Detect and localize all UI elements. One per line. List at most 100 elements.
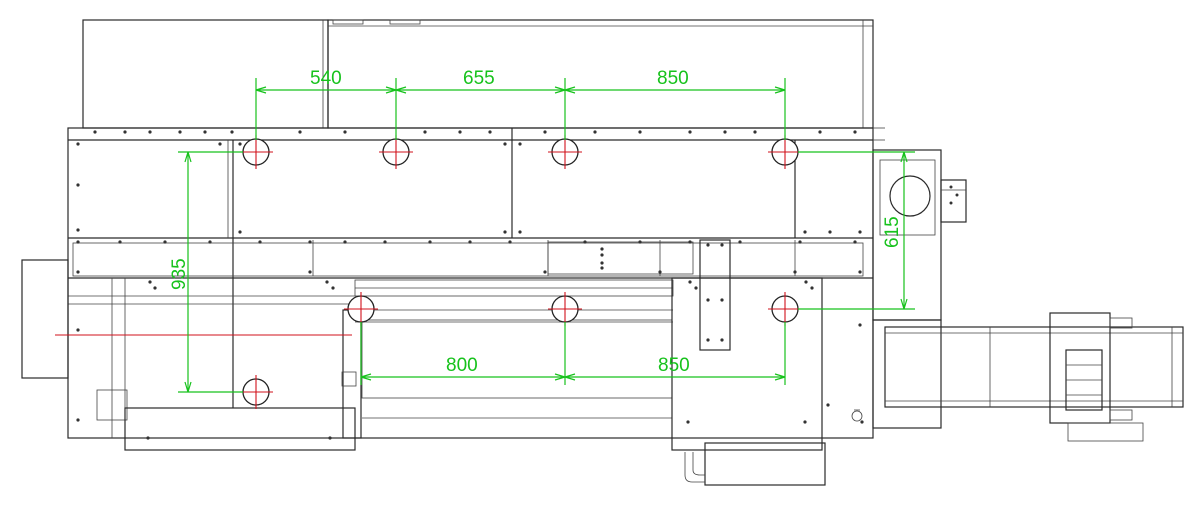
screw-dot <box>793 270 797 274</box>
screw-dot <box>76 328 80 332</box>
screw-dot <box>518 142 522 146</box>
screw-dot <box>583 240 587 244</box>
hole-top-2 <box>379 135 413 169</box>
conveyor <box>884 312 1184 442</box>
screw-dot <box>76 240 80 244</box>
screw-dot <box>308 270 312 274</box>
dimension-right-vertical <box>798 151 915 310</box>
dim-label-655: 655 <box>463 68 495 89</box>
dim-label-935: 935 <box>169 258 190 290</box>
screw-dot <box>218 142 222 146</box>
screw-dot <box>238 230 242 234</box>
screw-dot <box>860 420 864 424</box>
screw-dot <box>468 240 472 244</box>
screw-dot <box>508 240 512 244</box>
screw-dot <box>76 228 80 232</box>
screw-dot <box>238 142 242 146</box>
screw-dot <box>428 240 432 244</box>
center-carriage <box>341 309 673 439</box>
screw-dot <box>230 130 234 134</box>
screw-dot <box>798 240 802 244</box>
screw-dots <box>76 130 864 440</box>
screw-dot <box>163 240 167 244</box>
screw-dot <box>810 286 814 290</box>
dimension-left-vertical <box>178 151 243 393</box>
screw-dot <box>343 240 347 244</box>
screw-dot <box>753 130 757 134</box>
dim-label-540: 540 <box>310 68 342 89</box>
screw-dot <box>423 130 427 134</box>
screw-dot <box>720 243 724 247</box>
screw-dot <box>543 130 547 134</box>
dimension-top-chain <box>255 78 786 140</box>
screw-dot <box>858 323 862 327</box>
screw-dot <box>593 130 597 134</box>
dim-label-800: 800 <box>446 355 478 376</box>
screw-dot <box>858 230 862 234</box>
hole-mid-3 <box>768 292 802 326</box>
dimension-bottom-chain <box>360 322 786 385</box>
screw-dot <box>600 247 604 251</box>
screw-dot <box>148 130 152 134</box>
screw-dot <box>118 240 122 244</box>
screw-dot <box>638 130 642 134</box>
screw-dot <box>694 286 698 290</box>
hole-bottom-left <box>239 375 273 409</box>
screw-dot <box>828 230 832 234</box>
screw-dot <box>331 286 335 290</box>
screw-dot <box>706 338 710 342</box>
left-side-box <box>21 259 69 379</box>
screw-dot <box>600 261 604 265</box>
screw-dot <box>76 142 80 146</box>
screw-dot <box>803 230 807 234</box>
screw-dot <box>723 130 727 134</box>
ground-symbol-icon <box>851 409 863 422</box>
screw-dot <box>208 240 212 244</box>
screw-dot <box>93 130 97 134</box>
screw-dot <box>518 230 522 234</box>
right-frame <box>872 149 967 429</box>
screw-dot <box>638 240 642 244</box>
screw-dot <box>203 130 207 134</box>
screw-dot <box>688 240 692 244</box>
main-body <box>67 127 885 451</box>
screw-dot <box>803 420 807 424</box>
screw-dot <box>328 436 332 440</box>
screw-dot <box>706 243 710 247</box>
screw-dot <box>383 240 387 244</box>
screw-dot <box>720 338 724 342</box>
screw-dot <box>658 270 662 274</box>
screw-dot <box>738 240 742 244</box>
screw-dot <box>146 436 150 440</box>
screw-dot <box>123 130 127 134</box>
hole-mid-1 <box>344 292 378 326</box>
screw-dot <box>488 130 492 134</box>
screw-dot <box>76 418 80 422</box>
screw-dot <box>688 130 692 134</box>
screw-dot <box>688 280 692 284</box>
screw-dot <box>804 280 808 284</box>
screw-dot <box>153 286 157 290</box>
screw-dot <box>826 403 830 407</box>
screw-dot <box>178 130 182 134</box>
screw-dot <box>148 280 152 284</box>
screw-dot <box>258 240 262 244</box>
screw-dot <box>325 280 329 284</box>
screw-dot <box>76 270 80 274</box>
right-lower-assembly <box>671 239 826 486</box>
dim-label-615: 615 <box>882 216 903 248</box>
screw-dot <box>853 240 857 244</box>
screw-dot <box>600 266 604 270</box>
screw-dot <box>308 240 312 244</box>
screw-dot <box>818 130 822 134</box>
screw-dot <box>600 253 604 257</box>
dim-label-850-top: 850 <box>657 68 689 89</box>
screw-dot <box>343 130 347 134</box>
screw-dot <box>858 270 862 274</box>
screw-dot <box>458 130 462 134</box>
dim-label-850-bottom: 850 <box>658 355 690 376</box>
hole-mid-2 <box>548 292 582 326</box>
screw-dot <box>853 130 857 134</box>
screw-dot <box>706 298 710 302</box>
